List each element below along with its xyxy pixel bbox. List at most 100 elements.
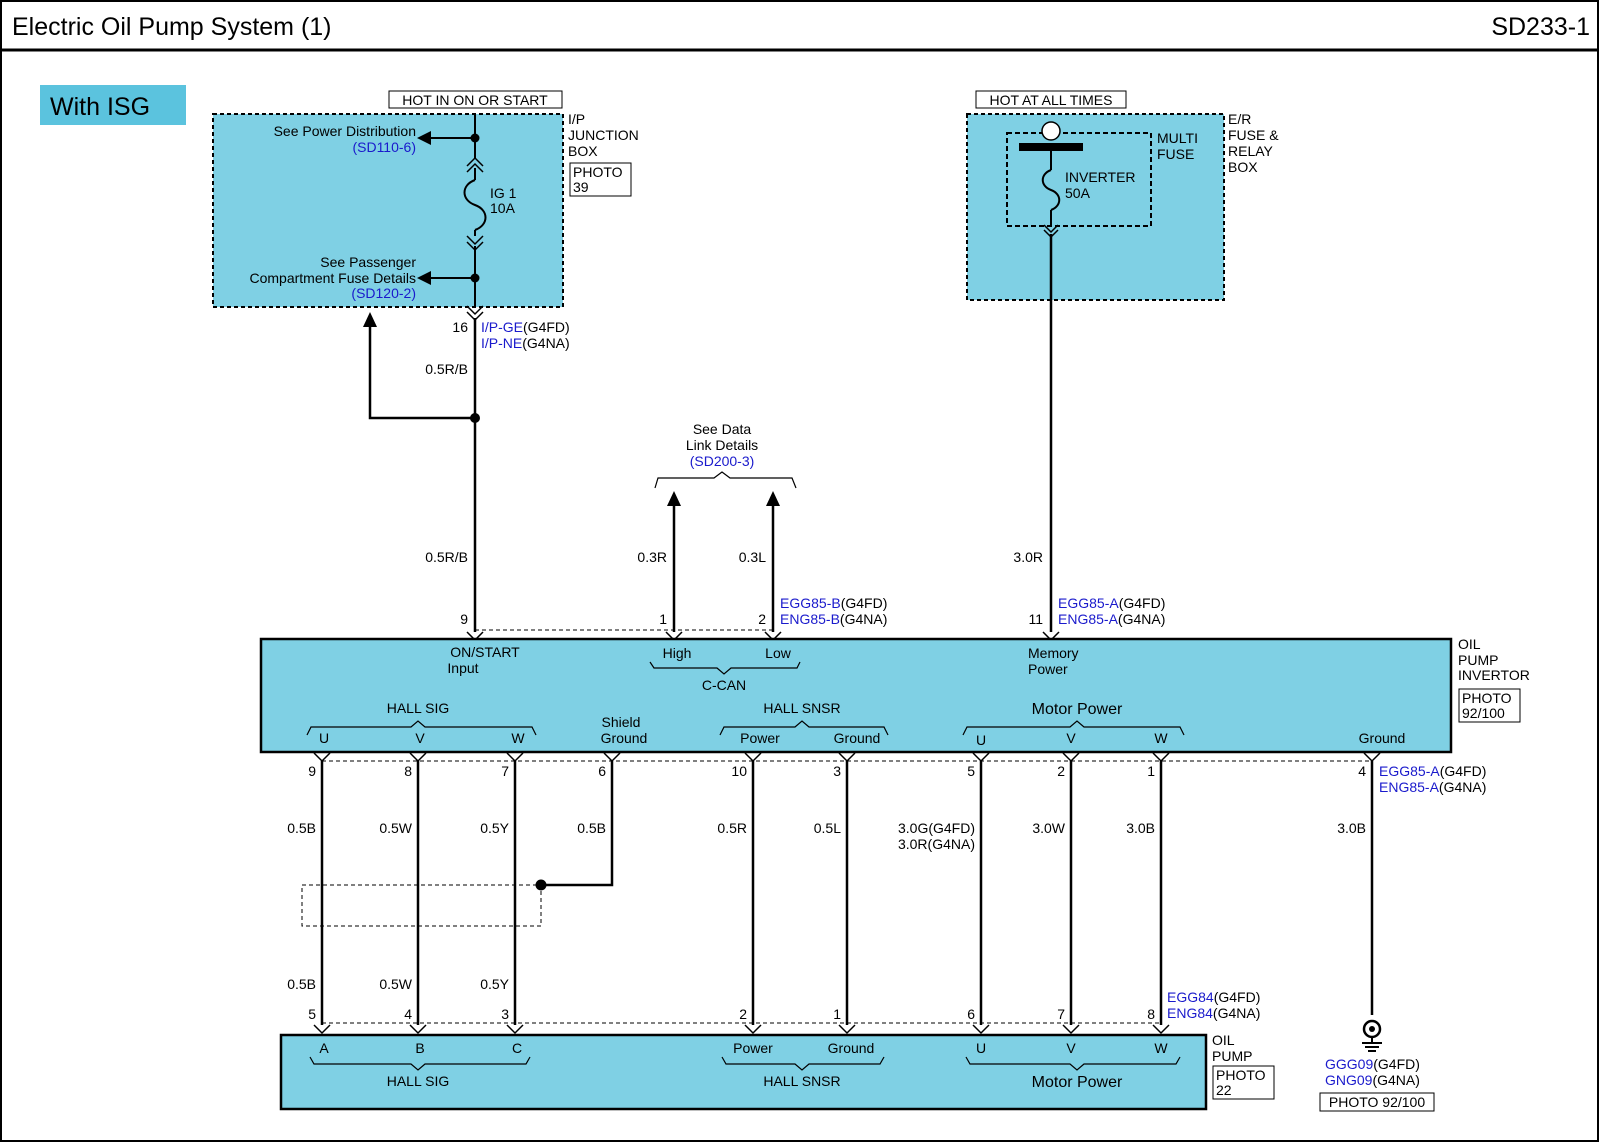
pump-motor-power-brace: [965, 1056, 1181, 1071]
ip-box-name-2: JUNCTION: [568, 127, 639, 143]
pump-pin-7: 7: [1057, 1006, 1065, 1022]
inv-ground-label: Ground: [1359, 730, 1406, 746]
pump-v-label: V: [1066, 1040, 1076, 1056]
arrow-left-icon: [417, 131, 431, 145]
pump-a-label: A: [319, 1040, 329, 1056]
pump-motor-power-label: Motor Power: [1032, 1074, 1123, 1091]
can-low-label: Low: [765, 645, 792, 661]
pump-pin-4: 4: [404, 1006, 412, 1022]
pump-pin-6: 6: [967, 1006, 975, 1022]
wire-color-motor-v: 3.0W: [1032, 820, 1065, 836]
inv-hall-sig-label: HALL SIG: [387, 700, 450, 716]
inv-hall-snsr-label: HALL SNSR: [763, 700, 840, 716]
shield-ground-label-2: Ground: [601, 730, 648, 746]
oil-pump-name-2: PUMP: [1212, 1048, 1252, 1064]
memory-power-label-1: Memory: [1028, 645, 1079, 661]
data-link-ref: (SD200-3): [690, 453, 755, 469]
arrow-left-icon: [417, 271, 431, 285]
inv-motor-w-label: W: [1154, 730, 1168, 746]
pump-hall-sig-label: HALL SIG: [387, 1073, 450, 1089]
inv-hall-v-label: V: [415, 730, 425, 746]
wire-color-motor-u-2: 3.0R(G4NA): [898, 836, 975, 852]
passenger-fuse-ref: (SD120-2): [351, 285, 416, 301]
pump-hall-snsr-brace: [721, 1056, 885, 1071]
pump-conn-g4fd: EGG84(G4FD): [1167, 989, 1260, 1005]
inv-pin-7: 7: [501, 763, 509, 779]
connector-chevron-icon: [466, 235, 484, 246]
inv-pin-3: 3: [833, 763, 841, 779]
pump-hall-snsr-label: HALL SNSR: [763, 1073, 840, 1089]
ip-box-photo-2: 39: [573, 179, 589, 195]
inv-motor-power-label: Motor Power: [1032, 701, 1123, 718]
invertor-photo-1: PHOTO: [1462, 690, 1512, 706]
pump-pin-3: 3: [501, 1006, 509, 1022]
oil-pump-photo-2: 22: [1216, 1082, 1232, 1098]
battery-terminal-icon: [1041, 121, 1061, 141]
ip-junction-box: HOT IN ON OR START I/P JUNCTION BOX PHOT…: [212, 90, 639, 322]
connector-chevron-icon: [466, 162, 484, 173]
ip-junction-box-body: [212, 113, 564, 308]
wire-color-c: 0.5Y: [480, 976, 509, 992]
pump-pin-chevrons: [313, 1024, 1170, 1035]
inv-bottom-conn-g4fd: EGG85-A(G4FD): [1379, 763, 1486, 779]
page-title: Electric Oil Pump System (1): [12, 13, 332, 41]
wire-color-a: 0.5B: [287, 976, 316, 992]
data-link-brace: [654, 471, 797, 489]
wire-color-memory: 3.0R: [1013, 549, 1043, 565]
c-can-label: C-CAN: [702, 677, 746, 693]
connector-chevron-icon: [466, 156, 484, 167]
feedback-wire: [368, 326, 475, 420]
ip-box-photo-tag: [569, 162, 632, 197]
ground-ref-g4na: GNG09(G4NA): [1325, 1072, 1420, 1088]
arrow-up-icon: [766, 491, 780, 506]
inv-motor-v-label: V: [1066, 730, 1076, 746]
inv-pin-4: 4: [1358, 763, 1366, 779]
hot-at-all-times-label: HOT AT ALL TIMES: [990, 92, 1113, 108]
variant-tag: With ISG: [40, 85, 186, 125]
er-box-name-1: E/R: [1228, 111, 1251, 127]
wire-color-can-high: 0.3R: [637, 549, 667, 565]
hot-in-on-start-tag: [388, 90, 563, 109]
oil-pump-body: [279, 1033, 1208, 1111]
arrow-up-icon: [667, 491, 681, 506]
inv-pin-5: 5: [967, 763, 975, 779]
hot-in-on-start-label: HOT IN ON OR START: [402, 92, 548, 108]
data-link-text-2: Link Details: [686, 437, 758, 453]
wire-color-shield: 0.5B: [577, 820, 606, 836]
inverter-fuse-rating: 50A: [1065, 185, 1091, 201]
inv-pin-10: 10: [731, 763, 747, 779]
pump-pin-5: 5: [308, 1006, 316, 1022]
shield-ground-label-1: Shield: [602, 714, 641, 730]
wire-color-w: 0.5Y: [480, 820, 509, 836]
power-distribution-ref: (SD110-6): [352, 139, 416, 155]
inv-snsr-power-label: Power: [740, 730, 780, 746]
inv-pin-1: 1: [1147, 763, 1155, 779]
ground-ref-g4fd: GGG09(G4FD): [1325, 1056, 1420, 1072]
pump-pin-1: 1: [833, 1006, 841, 1022]
inv-top-conn-g4na: ENG85-B(G4NA): [780, 611, 887, 627]
wire-color-motor-w: 3.0B: [1126, 820, 1155, 836]
invertor-name-2: PUMP: [1458, 652, 1498, 668]
ip-connector-g4na: I/P-NE(G4NA): [481, 335, 570, 351]
pump-b-label: B: [415, 1040, 424, 1056]
on-start-label-1: ON/START: [450, 644, 520, 660]
wire-color-v: 0.5W: [379, 820, 412, 836]
wire-color-snsr-ground: 0.5L: [814, 820, 841, 836]
ig1-fuse-name: IG 1: [490, 185, 517, 201]
inv-pin-11-top: 11: [1028, 611, 1043, 627]
inv-bottom-chevrons: [313, 752, 1381, 763]
inv-pin-1-top: 1: [659, 611, 667, 627]
invertor-photo-2: 92/100: [1462, 705, 1505, 721]
er-fuse-relay-box: HOT AT ALL TIMES E/R FUSE & RELAY BOX MU…: [966, 90, 1279, 301]
wire-color-motor-u-1: 3.0G(G4FD): [898, 820, 975, 836]
connector-chevron-icon: [466, 305, 484, 316]
hot-at-all-times-tag: [975, 90, 1127, 109]
passenger-fuse-text-1: See Passenger: [320, 254, 416, 270]
pump-pin-8: 8: [1147, 1006, 1155, 1022]
pump-power-label: Power: [733, 1040, 773, 1056]
wire-color-ign-upper: 0.5R/B: [425, 361, 468, 377]
memory-power-label-2: Power: [1028, 661, 1068, 677]
pump-ground-label: Ground: [828, 1040, 875, 1056]
inv-power-conn-g4fd: EGG85-A(G4FD): [1058, 595, 1165, 611]
page-code: SD233-1: [1491, 13, 1590, 41]
